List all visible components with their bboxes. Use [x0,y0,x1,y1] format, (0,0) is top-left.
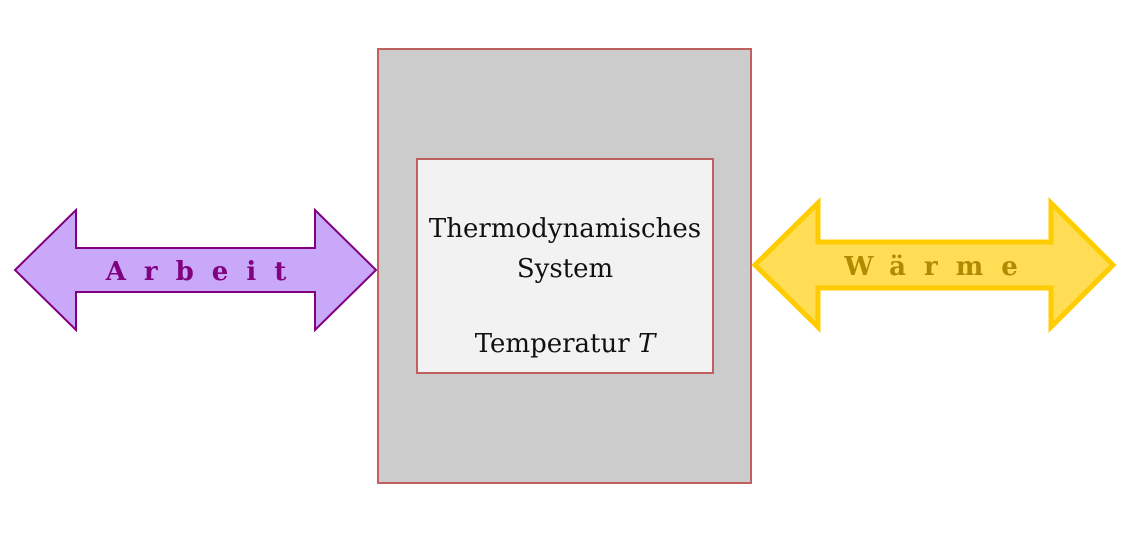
system-inner-box [416,158,714,374]
waerme-arrow-label: Wärme [843,252,1036,282]
arbeit-arrow-shape [13,207,378,333]
thermodynamic-system: Thermodynamisches System Temperatur T [377,48,752,484]
arbeit-arrow-label: Arbeit [105,257,304,287]
system-title-line1: Thermodynamisches [429,214,701,244]
system-temperature: Temperatur T [475,329,657,359]
waerme-arrow: Wärme [751,196,1117,334]
system-title-line2: System [517,254,613,284]
arbeit-arrow: Arbeit [13,207,378,333]
waerme-arrow-shape [751,196,1117,334]
temperature-symbol: T [638,329,657,359]
temperature-label: Temperatur [475,329,631,359]
